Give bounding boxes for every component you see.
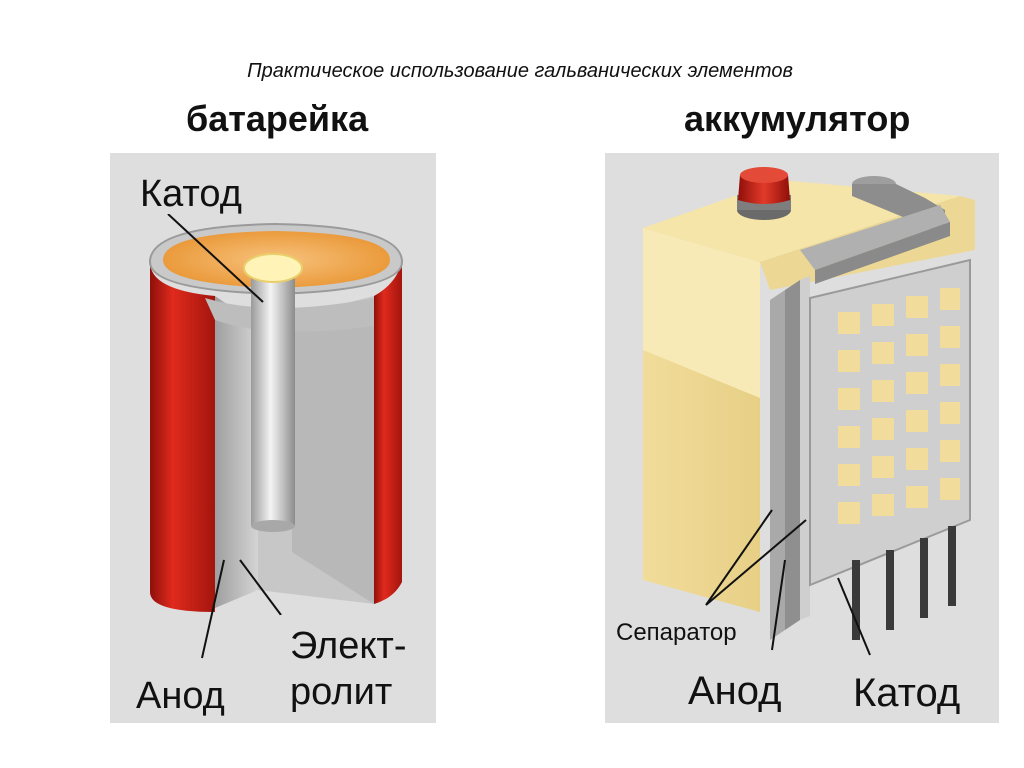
connector-bar	[800, 176, 950, 284]
accumulator-cathode-label: Катод	[853, 671, 960, 715]
cathode-leader-line	[837, 577, 871, 656]
battery-heading: батарейка	[186, 98, 369, 139]
terminal-cap	[737, 167, 791, 220]
cathode-rod	[243, 253, 303, 532]
accumulator-anode-label: Анод	[688, 669, 781, 713]
diagram-title: Практическое использование гальванически…	[247, 60, 793, 82]
grid-cells	[838, 288, 960, 524]
accumulator-heading: аккумулятор	[684, 98, 911, 139]
battery-cathode-label: Катод	[140, 173, 242, 215]
plate-legs	[852, 526, 956, 640]
separator-leader-line-1	[705, 509, 773, 606]
cathode-leader-line	[167, 213, 264, 303]
anode-leader-line	[201, 559, 225, 659]
electrode-plates	[770, 258, 971, 640]
battery-anode-label: Анод	[136, 675, 225, 717]
accumulator-diagram: Сепаратор Анод Катод	[605, 153, 999, 723]
electrolyte-label-line1: Элект-	[290, 625, 406, 667]
electrolyte-leader-line	[239, 559, 282, 616]
electrolyte-label-line2: ролит	[290, 671, 392, 713]
separator-label: Сепаратор	[616, 619, 737, 646]
battery-diagram: Катод Анод Элект- ролит	[110, 153, 436, 723]
electrolyte-region	[292, 318, 374, 604]
anode-leader-line	[771, 559, 786, 651]
separator-leader-line-2	[705, 519, 807, 606]
